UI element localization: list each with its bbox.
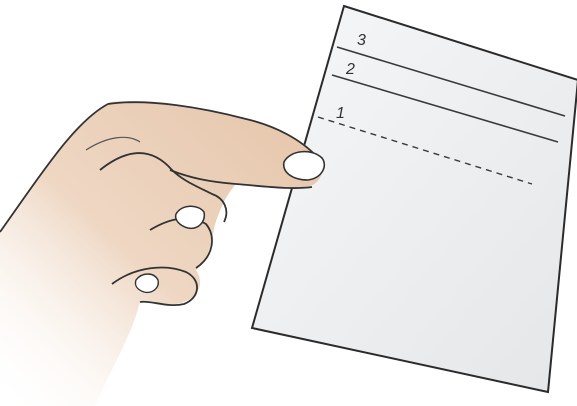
paper-card: 3 2 1 [252, 6, 577, 392]
index-nail [284, 152, 325, 180]
label-3: 3 [357, 32, 366, 49]
label-1: 1 [336, 105, 345, 122]
label-2: 2 [345, 61, 355, 78]
card-body [252, 6, 577, 392]
ring-nail [135, 274, 158, 292]
thumb-nail [176, 206, 205, 228]
